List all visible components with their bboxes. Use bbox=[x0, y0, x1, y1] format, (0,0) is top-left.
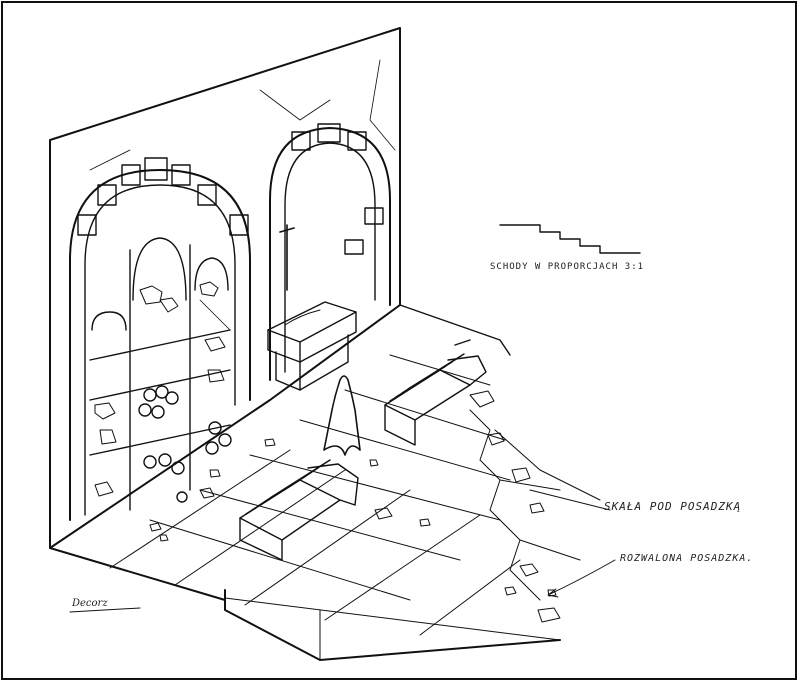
ossuary-shelves bbox=[89, 237, 231, 511]
floor-edge bbox=[49, 547, 561, 661]
left-arch bbox=[69, 169, 251, 521]
broken-floor-note: ROZWALONA POSADZKA. bbox=[620, 553, 754, 564]
front-stairs bbox=[239, 459, 359, 561]
artist-signature: Decorz bbox=[72, 598, 108, 609]
hooded-figure bbox=[323, 375, 361, 456]
left-arch-inner bbox=[84, 184, 236, 516]
floor-rubble bbox=[149, 438, 431, 542]
stair-profile-sketch bbox=[499, 224, 641, 254]
back-wall bbox=[49, 27, 401, 549]
rock-note: SKAŁA POD POSADZKĄ bbox=[604, 500, 742, 513]
broken-leader-line bbox=[547, 559, 616, 598]
right-arch-inner bbox=[284, 142, 376, 373]
right-keystones bbox=[291, 123, 384, 255]
signature-underline bbox=[69, 607, 141, 613]
broken-floor bbox=[469, 390, 601, 623]
right-arch bbox=[269, 127, 391, 381]
sarcophagus bbox=[267, 301, 357, 391]
stairs-note: SCHODY W PROPORCJACH 3:1 bbox=[490, 262, 645, 272]
upper-ledge bbox=[399, 304, 511, 356]
sword bbox=[279, 224, 295, 291]
skull-pile bbox=[138, 385, 232, 503]
wall-crack bbox=[89, 59, 396, 331]
arch-keystones bbox=[77, 157, 249, 236]
floor-tiles bbox=[109, 354, 561, 661]
rock-leader-line bbox=[529, 489, 611, 511]
shelf-stones bbox=[94, 281, 226, 497]
back-stairs bbox=[384, 353, 487, 446]
